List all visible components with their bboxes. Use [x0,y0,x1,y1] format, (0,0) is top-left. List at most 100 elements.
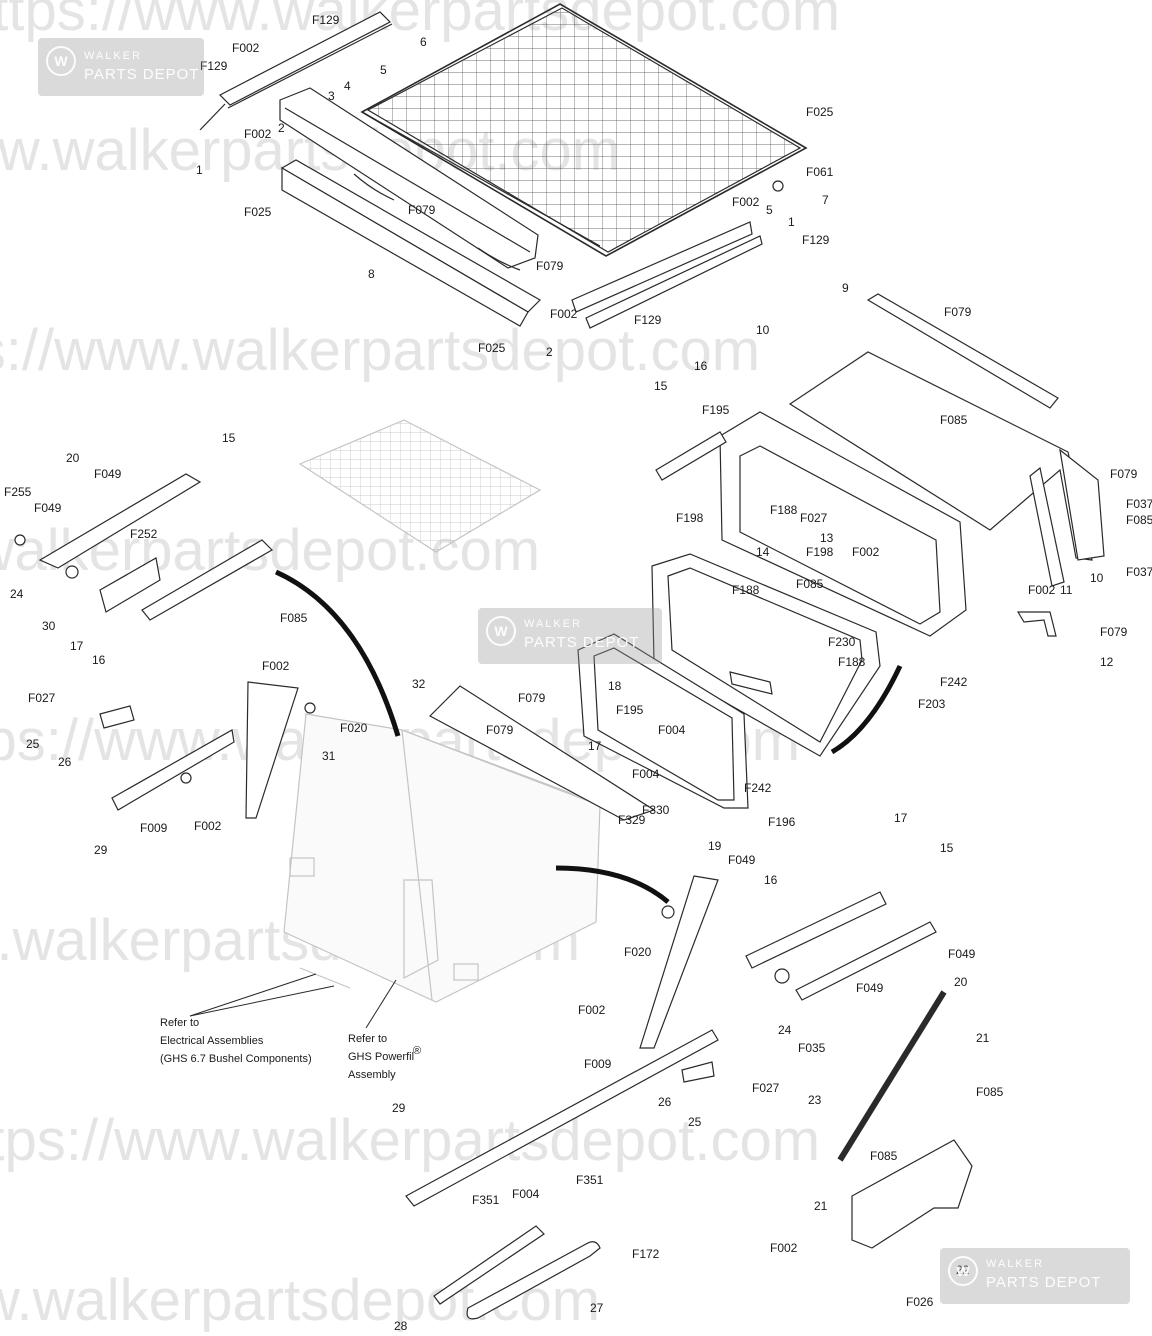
arc-connector-left [274,569,401,737]
part-label: F079 [536,259,564,273]
bar-15-right [795,921,937,1001]
part-label: 17 [70,639,84,653]
arc-connector-bottom [555,865,670,904]
part-label: 2 [278,121,285,135]
reference-note-electrical: Refer to Electrical Assemblies (GHS 6.7 … [160,1017,312,1065]
logo-mark-icon: W [46,46,76,76]
watermark-logo: W WALKER PARTS DEPOT [940,1248,1130,1304]
part-label: 5 [380,63,387,77]
part-label: F026 [906,1295,934,1309]
part-label: F020 [340,721,368,735]
part-label: F002 [732,195,760,209]
door-18-inner [593,647,735,801]
seal-32 [429,685,656,821]
part-label: 20 [954,975,968,989]
screen-assembly [199,3,808,329]
watermark-row: https://www.walkerpartsdepot.com [0,318,760,383]
part-label: 2 [546,345,553,359]
note-line: GHS Powerfil [348,1051,414,1063]
part-label: F203 [918,697,946,711]
part-label: F255 [4,485,32,499]
bracket-22 [851,1139,973,1249]
part-label: 26 [58,755,72,769]
part-label: 15 [940,841,954,855]
panel-11 [1029,466,1065,587]
mesh-screen [366,7,802,253]
part-label: 31 [322,749,336,763]
part-label: 32 [412,677,426,691]
part-label: 29 [392,1101,406,1115]
part-label: F004 [632,767,660,781]
part-label: F188 [838,655,866,669]
panel-31 [245,681,299,819]
part-label: 10 [756,323,770,337]
hood-side-10 [1059,448,1105,561]
left-bracket-group [14,473,656,821]
part-label: F025 [244,205,272,219]
part-label: 17 [894,811,908,825]
part-label: F027 [28,691,56,705]
bracket-2-upper [279,87,539,269]
part-label: F020 [624,945,652,959]
part-label: 29 [94,843,108,857]
rail-8-side [281,166,529,327]
part-label: F079 [1110,467,1138,481]
registered-mark: ® [413,1045,421,1057]
part-label: F351 [472,1193,500,1207]
bottom-bracket-group [405,875,973,1320]
mesh-screen-frame [360,3,808,257]
part-label: 30 [42,619,56,633]
part-label: 11 [1060,583,1073,597]
part-label: F009 [584,1057,612,1071]
part-label: F004 [658,723,686,737]
watermark-row: https://www.walkerpartsdepot.com [0,1108,820,1173]
part-label: F009 [140,821,168,835]
part-label: 7 [822,193,829,207]
part-label: 16 [764,873,778,887]
part-label: 15 [654,379,668,393]
logo-mark-icon: W [486,616,516,646]
part-label: 8 [368,267,375,281]
part-label: 1 [196,163,203,177]
plate-26-right [681,1061,715,1083]
hinge-strip-9 [866,293,1059,409]
logo-line-2: PARTS DEPOT [84,66,200,83]
part-label: F025 [478,341,506,355]
part-label: 21 [976,1031,990,1045]
part-label: F002 [194,819,222,833]
reference-leaders [189,973,397,1029]
part-label: F002 [770,1241,798,1255]
note-line: Electrical Assemblies [160,1035,264,1047]
panel-19 [639,875,719,1049]
ghost-machine-body [283,419,601,1003]
note-line: Refer to [160,1017,199,1029]
part-label: F027 [752,1081,780,1095]
part-label: F035 [798,1041,826,1055]
hinge-12 [1016,611,1057,637]
watermark-row: https://www.walkerpartsdepot.com [0,0,840,43]
part-label: F027 [800,511,828,525]
part-label: 24 [10,587,24,601]
note-line: Assembly [348,1069,396,1081]
part-label: F049 [34,501,62,515]
part-label: F329 [618,813,646,827]
part-label: F085 [940,413,968,427]
part-label: F188 [732,583,760,597]
plate-28 [433,1225,545,1305]
part-label: F252 [130,527,158,541]
part-label: F198 [806,545,834,559]
rail-5-bottom [571,221,753,313]
part-label: F085 [976,1085,1004,1099]
part-label: F085 [1126,513,1152,527]
part-label: 14 [756,545,770,559]
part-label: F079 [486,723,514,737]
part-label: F049 [728,853,756,867]
part-label: 1 [788,215,795,229]
note-line: (GHS 6.7 Bushel Components) [160,1053,312,1065]
callout-labels: F129 F002 F129 5 6 3 4 2 F002 1 F025 F07… [4,13,1152,1333]
watermark-logo: W WALKER PARTS DEPOT [478,608,662,664]
part-label: 25 [26,737,40,751]
part-label: F172 [632,1247,660,1261]
